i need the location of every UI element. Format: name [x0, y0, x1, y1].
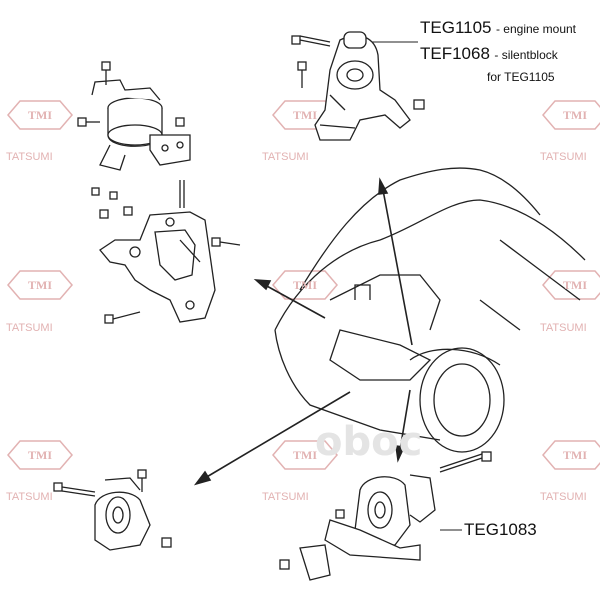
watermark-logo: [272, 440, 338, 470]
label-tef1068: TEF1068 - silentblock: [420, 44, 558, 64]
part-description: - silentblock: [494, 48, 558, 62]
watermark-brand: TATSUMI: [540, 322, 587, 334]
watermark-logo: [542, 440, 600, 470]
watermark-logo: [542, 100, 600, 130]
engine-mount-top-left: [91, 79, 191, 171]
part-code: TEF1068: [420, 44, 490, 63]
label-tef1068-for: for TEG1105: [487, 70, 555, 84]
watermark-logo: [7, 100, 73, 130]
watermark-logo-label: TMI: [28, 448, 52, 462]
overlay-watermark-mark: oboc: [315, 419, 422, 465]
engine-mount-teg1083: [299, 474, 436, 581]
watermark-brand: TATSUMI: [540, 491, 587, 503]
watermark-logo-label: TMI: [563, 448, 587, 462]
watermark-logo: [7, 270, 73, 300]
watermark-logo-label: TMI: [563, 278, 587, 292]
watermark-brand: TATSUMI: [262, 151, 309, 163]
bolt: [279, 451, 492, 570]
bolt: [53, 469, 172, 548]
watermark-brand-text: TATSUMI TATSUMI TATSUMI TATSUMI TATSUMI …: [6, 151, 587, 503]
watermark-logos: [7, 100, 600, 470]
watermark-logo-label: TMI: [293, 108, 317, 122]
watermark-logo-label: TMI: [293, 448, 317, 462]
watermark-logo: [542, 270, 600, 300]
watermark-logo-label: TMI: [28, 108, 52, 122]
watermark-logo-label: TMI: [28, 278, 52, 292]
label-leader-lines: [372, 41, 462, 531]
watermark-brand: TATSUMI: [262, 491, 309, 503]
bolt: [291, 35, 425, 110]
part-code: TEG1105: [420, 18, 492, 37]
engine-mount-teg1105: [314, 31, 411, 141]
watermark-brand: TATSUMI: [6, 491, 53, 503]
watermark-logo: [7, 440, 73, 470]
pointer-arrows: [193, 177, 413, 486]
part-code: TEG1083: [464, 520, 537, 539]
bolt: [91, 180, 241, 324]
bolt: [77, 61, 185, 127]
engine-mount-bracket-mid: [99, 211, 216, 323]
label-teg1105: TEG1105 - engine mount: [420, 18, 576, 38]
watermark-logo-label: TMI: [293, 278, 317, 292]
car-outline: [274, 167, 586, 453]
label-teg1083: TEG1083: [464, 520, 537, 540]
watermark-brand: TATSUMI: [540, 151, 587, 163]
watermark-brand: TATSUMI: [6, 151, 53, 163]
watermark-brand: TATSUMI: [6, 322, 53, 334]
engine-mount-bottom-left: [94, 477, 151, 551]
watermark-logo: [272, 270, 338, 300]
part-description: - engine mount: [495, 22, 577, 36]
watermark-logo-text: TMI TMI TMI TMI TMI TMI TMI TMI TMI: [28, 108, 587, 462]
watermark-logo-label: TMI: [563, 108, 587, 122]
